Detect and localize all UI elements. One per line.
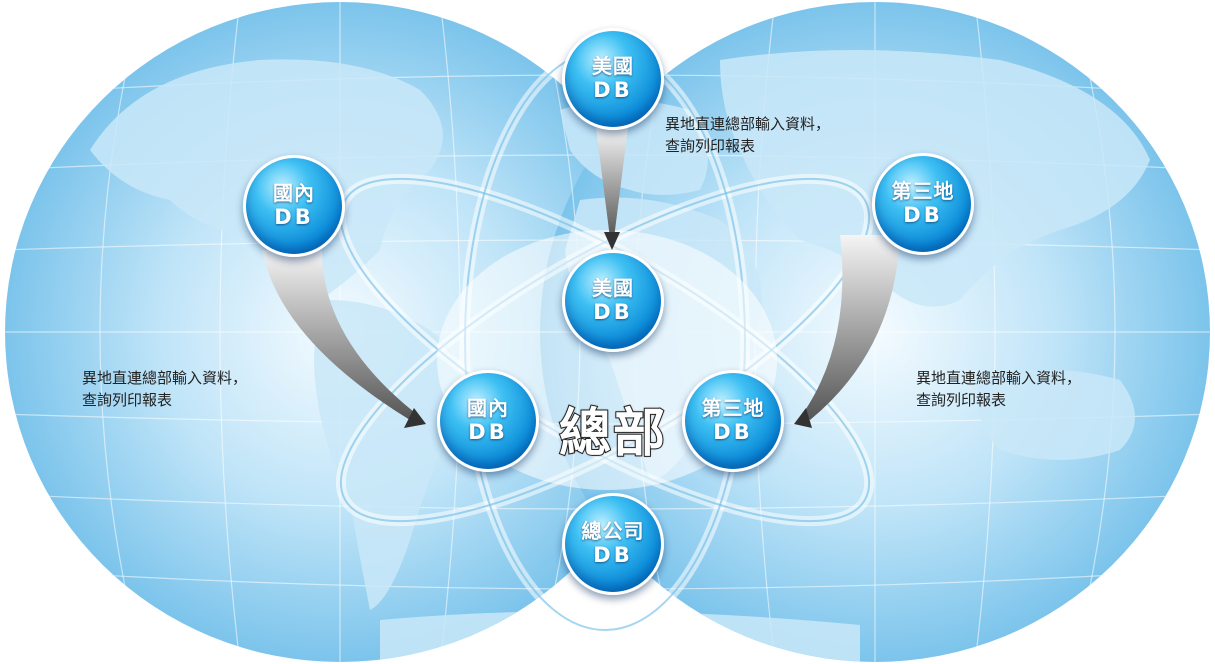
note-right-line2: 查詢列印報表 <box>916 390 1007 409</box>
third-hq-db-node: 第三地 DB <box>682 370 784 472</box>
note-right: 異地直連總部輸入資料， 查詢列印報表 <box>916 368 1081 412</box>
note-left-line2: 查詢列印報表 <box>82 390 173 409</box>
company-hq-db-node: 總公司 DB <box>562 493 664 595</box>
domestic-remote-db-node: 國內 DB <box>243 155 345 257</box>
domestic-hq-db-node: 國內 DB <box>437 370 539 472</box>
domestic-hq-db-name: 國內 <box>467 396 509 421</box>
arrow-right <box>794 235 900 428</box>
note-left: 異地直連總部輸入資料， 查詢列印報表 <box>82 368 247 412</box>
note-top-line2: 查詢列印報表 <box>665 136 756 155</box>
usa-remote-db-node: 美國 DB <box>562 28 664 130</box>
third-hq-db-name: 第三地 <box>701 396 765 421</box>
arrow-left <box>262 250 426 428</box>
note-left-line1: 異地直連總部輸入資料， <box>82 369 248 387</box>
domestic-remote-db-name: 國內 <box>273 181 315 206</box>
note-right-line1: 異地直連總部輸入資料， <box>916 369 1082 387</box>
headquarters-label: 總部 <box>558 403 667 465</box>
usa-hq-db-label: DB <box>593 300 633 325</box>
third-remote-db-name: 第三地 <box>891 179 955 204</box>
company-hq-db-name: 總公司 <box>581 519 645 544</box>
note-top-line1: 異地直連總部輸入資料， <box>665 115 831 133</box>
usa-remote-db-name: 美國 <box>592 54 634 79</box>
note-top: 異地直連總部輸入資料， 查詢列印報表 <box>665 114 830 158</box>
domestic-hq-db-label: DB <box>468 420 508 445</box>
arrow-top <box>596 128 628 250</box>
usa-hq-db-name: 美國 <box>592 276 634 301</box>
company-hq-db-label: DB <box>593 543 633 568</box>
domestic-remote-db-label: DB <box>274 205 314 230</box>
third-remote-db-node: 第三地 DB <box>872 153 974 255</box>
usa-hq-db-node: 美國 DB <box>562 250 664 352</box>
usa-remote-db-label: DB <box>593 78 633 103</box>
third-remote-db-label: DB <box>903 203 943 228</box>
third-hq-db-label: DB <box>713 420 753 445</box>
